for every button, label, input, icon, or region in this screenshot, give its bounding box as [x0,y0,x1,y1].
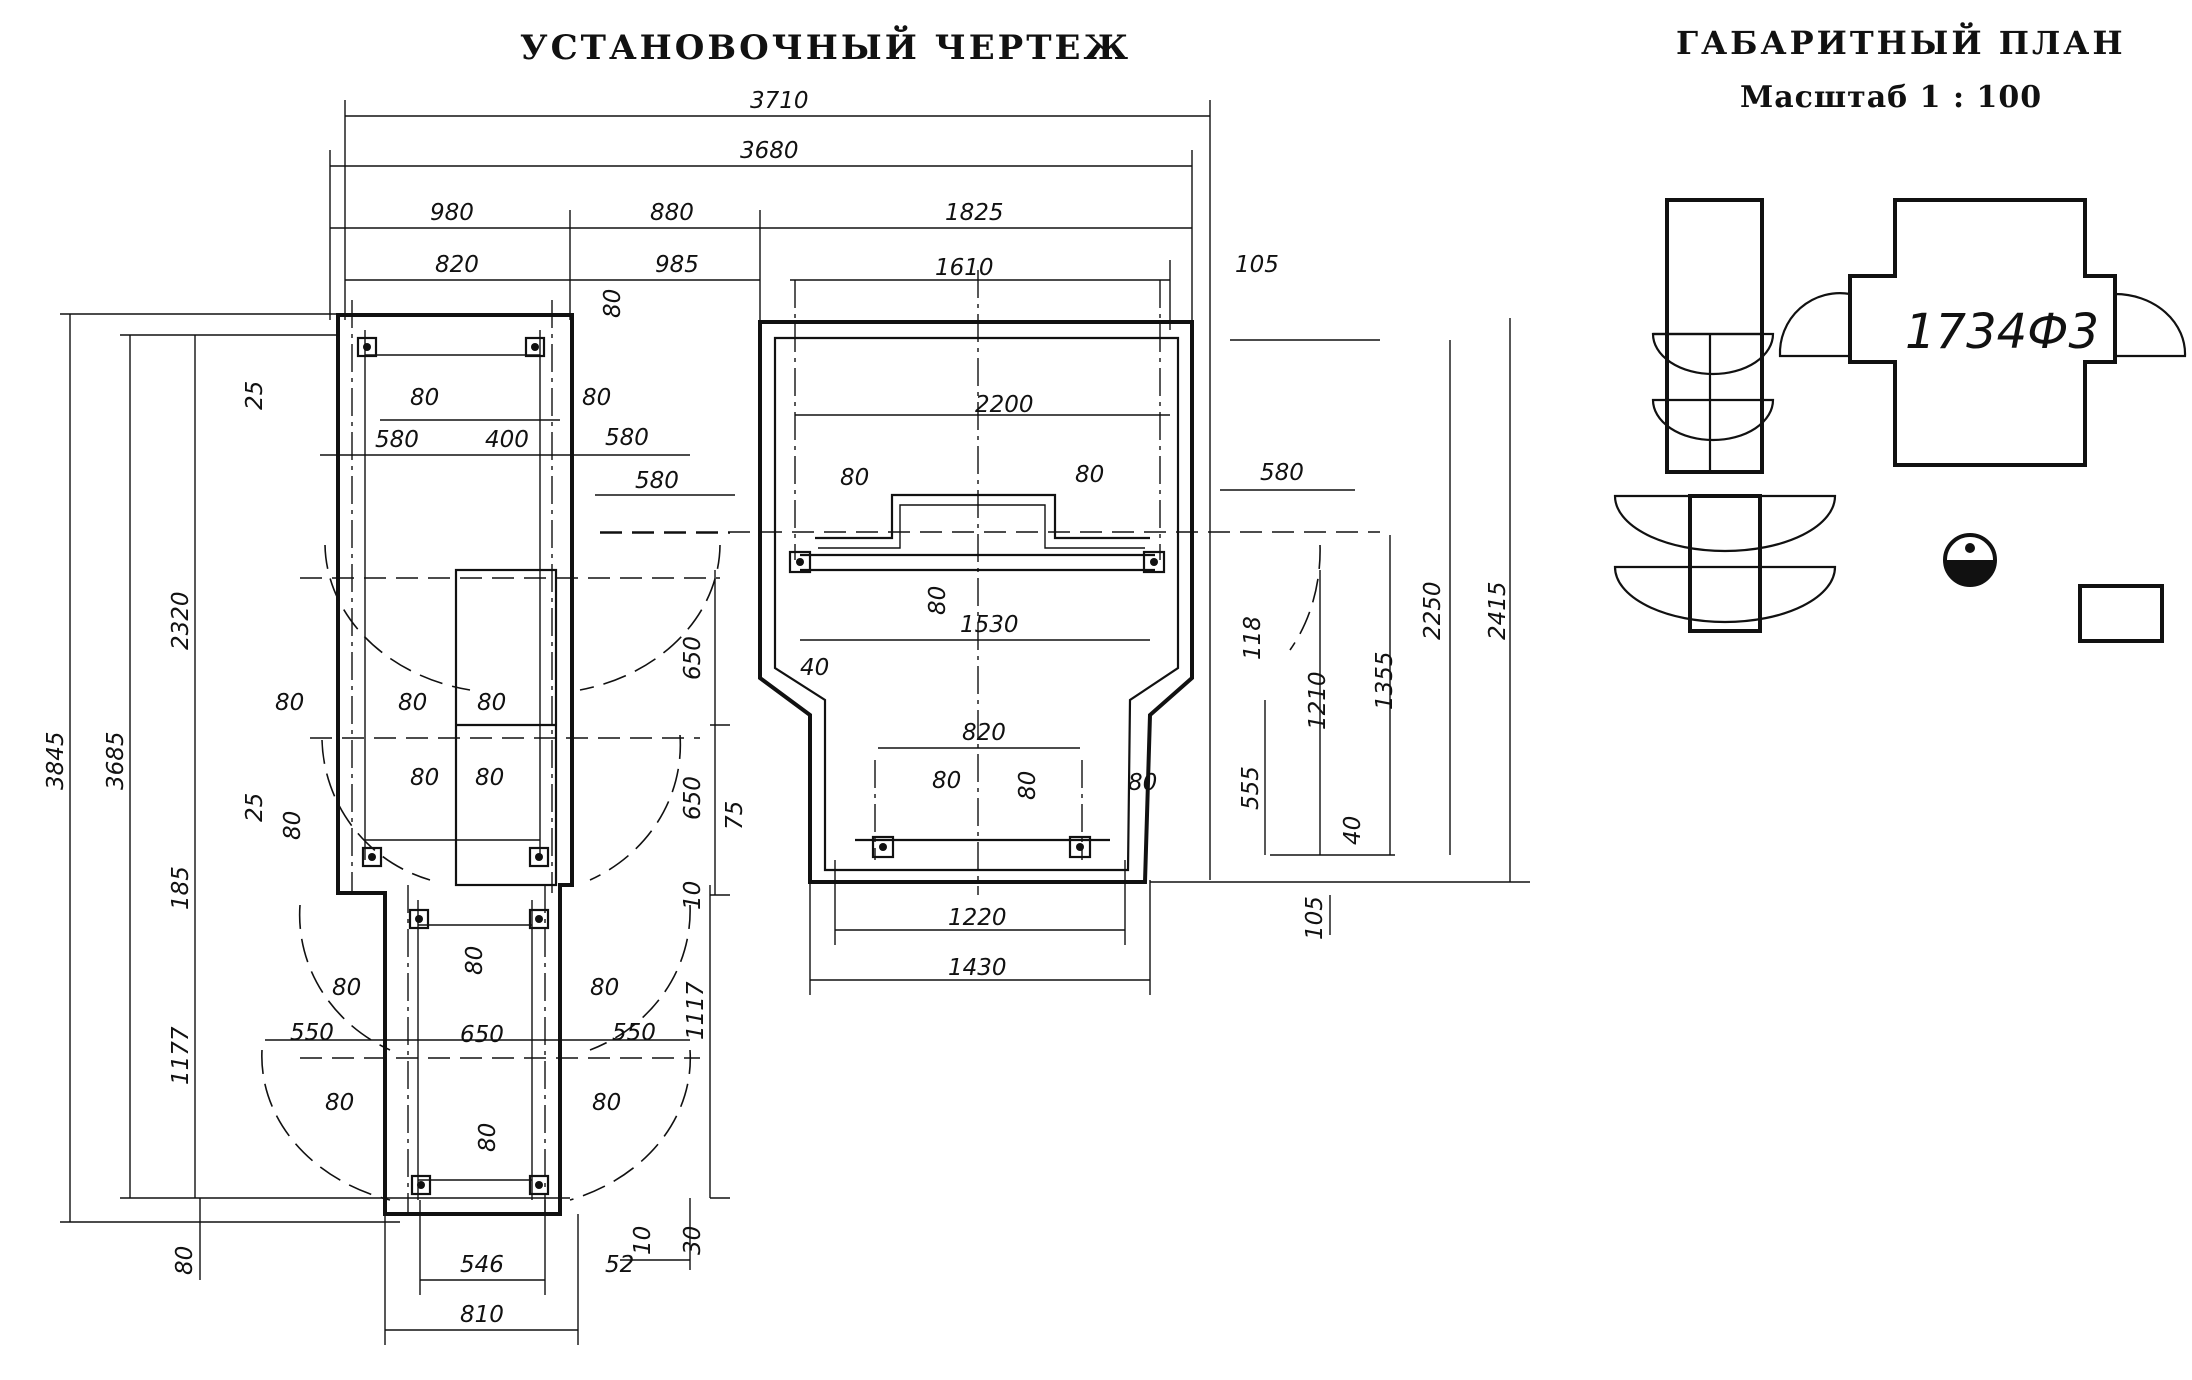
dim-label: 80 [398,690,427,716]
dim-label: 80 [410,765,439,791]
dim-label: 80 [332,975,361,1001]
dim-label: 1355 [1372,651,1398,710]
dim-label: 80 [932,768,961,794]
dim-label: 650 [680,776,706,820]
dim-label: 880 [650,200,694,226]
scale-label: Масштаб 1 : 100 [1740,80,2043,115]
dim-label: 980 [430,200,474,226]
dim-label: 80 [325,1090,354,1116]
right-base-door-swing-arcs [600,531,1380,651]
dim-label: 1610 [935,255,994,281]
dim-label: 820 [962,720,1006,746]
dim-label: 400 [485,427,529,453]
dim-label: 105 [1235,252,1279,278]
dim-label: 580 [375,427,419,453]
right-base-anchor-bolts [788,550,1166,859]
dim-label: 80 [275,690,304,716]
left-base-door-swing-arcs [261,544,721,1201]
dim-label: 1430 [948,955,1007,981]
dim-label: 3710 [750,88,809,114]
dim-label: 810 [460,1302,504,1328]
dimension-plan: 1734Ф3 [1613,198,2187,643]
dim-label: 580 [605,425,649,451]
dim-label: 80 [477,690,506,716]
dim-label: 10 [680,881,706,910]
dim-label: 550 [290,1020,334,1046]
dim-label: 80 [1075,462,1104,488]
dim-label: 25 [242,793,268,822]
dim-label: 2320 [168,591,194,650]
dim-label: 80 [592,1090,621,1116]
dim-label: 650 [460,1022,504,1048]
dim-label: 820 [435,252,479,278]
dim-label: 3680 [740,138,799,164]
dim-label: 80 [475,765,504,791]
dimension-labels: 3710 3680 980 880 1825 820 985 1610 105 … [43,88,1511,1328]
dim-label: 80 [582,385,611,411]
dim-label: 30 [680,1226,706,1255]
dim-label: 75 [722,801,748,830]
dim-label: 52 [605,1252,634,1278]
dim-label: 80 [840,465,869,491]
dim-label: 1177 [168,1026,194,1085]
dim-label: 555 [1238,766,1264,810]
dim-label: 80 [280,811,306,840]
dim-label: 40 [800,655,829,681]
dim-label: 546 [460,1252,504,1278]
dim-label: 185 [168,866,194,910]
dim-label: 985 [655,252,699,278]
dim-label: 80 [1015,771,1041,800]
dim-label: 650 [680,636,706,680]
dim-label: 10 [630,1226,656,1255]
dim-label: 580 [1260,460,1304,486]
dim-label: 2200 [975,392,1034,418]
dim-label: 118 [1240,616,1266,660]
dim-label: 80 [462,946,488,975]
dim-label: 3845 [43,731,69,790]
left-base-outline [336,300,574,1216]
dim-label: 1220 [948,905,1007,931]
installation-drawing-title: УСТАНОВОЧНЫЙ ЧЕРТЕЖ [520,28,1132,68]
right-base-outline [758,270,1194,895]
dim-label: 1117 [683,981,709,1040]
dim-label: 80 [925,586,951,615]
dim-label: 3685 [103,731,129,790]
dim-label: 2415 [1485,581,1511,640]
dim-label: 80 [1128,770,1157,796]
left-dashed-centerlines [300,532,730,1059]
machine-model-label: 1734Ф3 [1905,304,2099,360]
dim-label: 80 [590,975,619,1001]
dim-label: 80 [600,289,626,318]
dim-label: 80 [475,1123,501,1152]
dim-label: 580 [635,468,679,494]
dim-label: 1210 [1305,671,1331,730]
dimension-plan-title: ГАБАРИТНЫЙ ПЛАН [1676,24,2126,62]
dim-label: 40 [1340,816,1366,845]
left-base-anchor-bolts [356,336,550,1196]
dim-label: 25 [242,381,268,410]
dimension-lines [60,100,1530,1345]
dim-label: 1530 [960,612,1019,638]
dim-label: 80 [172,1246,198,1275]
dim-label: 1825 [945,200,1004,226]
dim-label: 80 [410,385,439,411]
dim-label: 2250 [1420,581,1446,640]
dim-label: 105 [1302,896,1328,940]
dim-label: 550 [612,1020,656,1046]
